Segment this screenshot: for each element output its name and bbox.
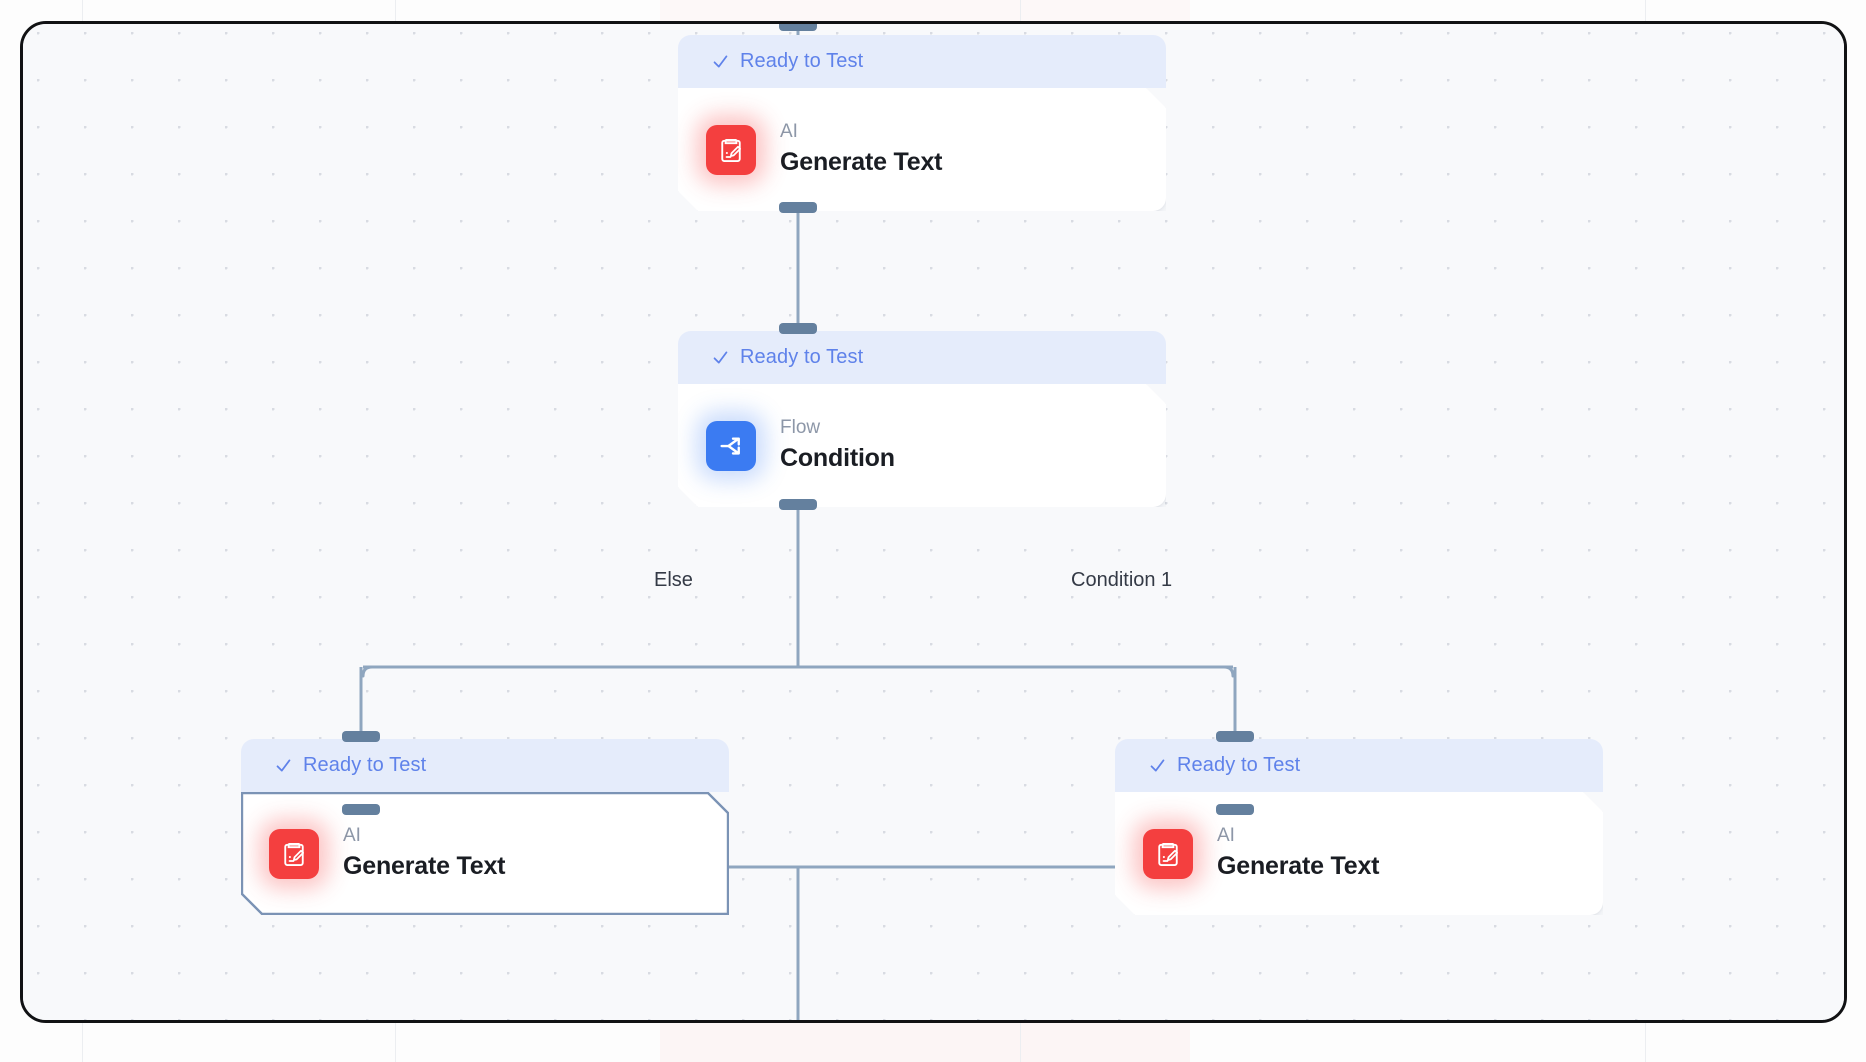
handle-else-out[interactable] <box>342 804 380 815</box>
node-text: AI Generate Text <box>1217 826 1379 881</box>
node-kind-label: AI <box>1217 825 1235 847</box>
node-generate-text-condition-1[interactable]: Ready to Test AI Generate Text <box>1115 739 1603 915</box>
workflow-canvas[interactable]: Else Condition 1 Ready to Test <box>23 24 1844 1020</box>
branch-split-glyph <box>716 431 746 461</box>
node-title: Condition <box>780 443 895 472</box>
handle-condition1-out[interactable] <box>1216 804 1254 815</box>
canvas-focus-frame: Else Condition 1 Ready to Test <box>20 21 1847 1023</box>
node-kind-label: AI <box>343 825 361 847</box>
node-text: AI Generate Text <box>780 122 942 177</box>
node-title: Generate Text <box>780 147 943 176</box>
check-icon <box>1150 759 1165 772</box>
clipboard-pencil-glyph <box>716 135 746 165</box>
branch-label-else: Else <box>654 569 693 591</box>
handle-condition1-in[interactable] <box>1216 731 1254 742</box>
clipboard-pencil-glyph <box>279 839 309 869</box>
node-kind-label: AI <box>780 121 798 143</box>
branch-label-condition-1: Condition 1 <box>1071 569 1173 591</box>
check-icon <box>713 55 728 68</box>
clipboard-pencil-glyph <box>1153 839 1183 869</box>
node-status-label: Ready to Test <box>1177 754 1301 776</box>
node-title: Generate Text <box>343 851 506 880</box>
node-status-label: Ready to Test <box>303 754 427 776</box>
node-title: Generate Text <box>1217 851 1380 880</box>
branch-split-icon <box>706 421 756 471</box>
node-status-bar: Ready to Test <box>241 739 729 792</box>
node-generate-text-else[interactable]: Ready to Test AI Genera <box>241 739 729 915</box>
handle-top-in[interactable] <box>779 24 817 31</box>
edge-corner-tr <box>1222 665 1235 678</box>
node-text: AI Generate Text <box>343 826 505 881</box>
clipboard-pencil-icon <box>269 829 319 879</box>
node-body[interactable]: AI Generate Text <box>1115 792 1603 915</box>
clipboard-pencil-icon <box>706 125 756 175</box>
handle-condition-out[interactable] <box>779 499 817 510</box>
handle-else-in[interactable] <box>342 731 380 742</box>
node-body[interactable]: AI Generate Text <box>241 792 729 915</box>
node-status-label: Ready to Test <box>740 50 864 72</box>
edge-corner-tl <box>361 665 374 678</box>
node-body[interactable]: Flow Condition <box>678 384 1166 507</box>
node-body[interactable]: AI Generate Text <box>678 88 1166 211</box>
node-status-bar: Ready to Test <box>678 331 1166 384</box>
check-icon <box>713 351 728 364</box>
handle-top-out[interactable] <box>779 202 817 213</box>
node-status-label: Ready to Test <box>740 346 864 368</box>
node-status-bar: Ready to Test <box>1115 739 1603 792</box>
node-generate-text-top[interactable]: Ready to Test AI Generate Text <box>678 35 1166 211</box>
handle-condition-in[interactable] <box>779 323 817 334</box>
node-condition[interactable]: Ready to Test Flow Condition <box>678 331 1166 507</box>
check-icon <box>276 759 291 772</box>
node-kind-label: Flow <box>780 417 821 439</box>
node-text: Flow Condition <box>780 418 895 473</box>
clipboard-pencil-icon <box>1143 829 1193 879</box>
node-status-bar: Ready to Test <box>678 35 1166 88</box>
